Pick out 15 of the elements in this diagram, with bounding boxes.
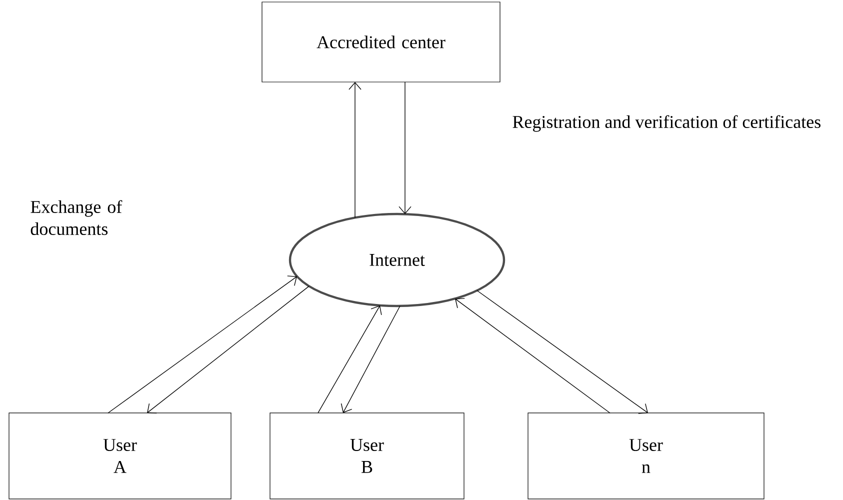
ellipse-node: Internet [288, 212, 506, 308]
process-box: User n [528, 412, 764, 500]
process-box: User B [270, 412, 464, 500]
arrow [476, 290, 648, 414]
arrow [348, 82, 362, 218]
text-label: Exchange of documents [30, 200, 122, 236]
arrow [147, 286, 310, 414]
arrow [108, 276, 298, 414]
process-box: Accredited center [262, 2, 500, 82]
text-label: Registration and verification of certificates [512, 115, 820, 132]
arrow [318, 305, 382, 414]
arrow [398, 82, 412, 214]
arrow [340, 306, 400, 413]
arrow [455, 298, 610, 414]
process-box: User A [8, 412, 232, 500]
